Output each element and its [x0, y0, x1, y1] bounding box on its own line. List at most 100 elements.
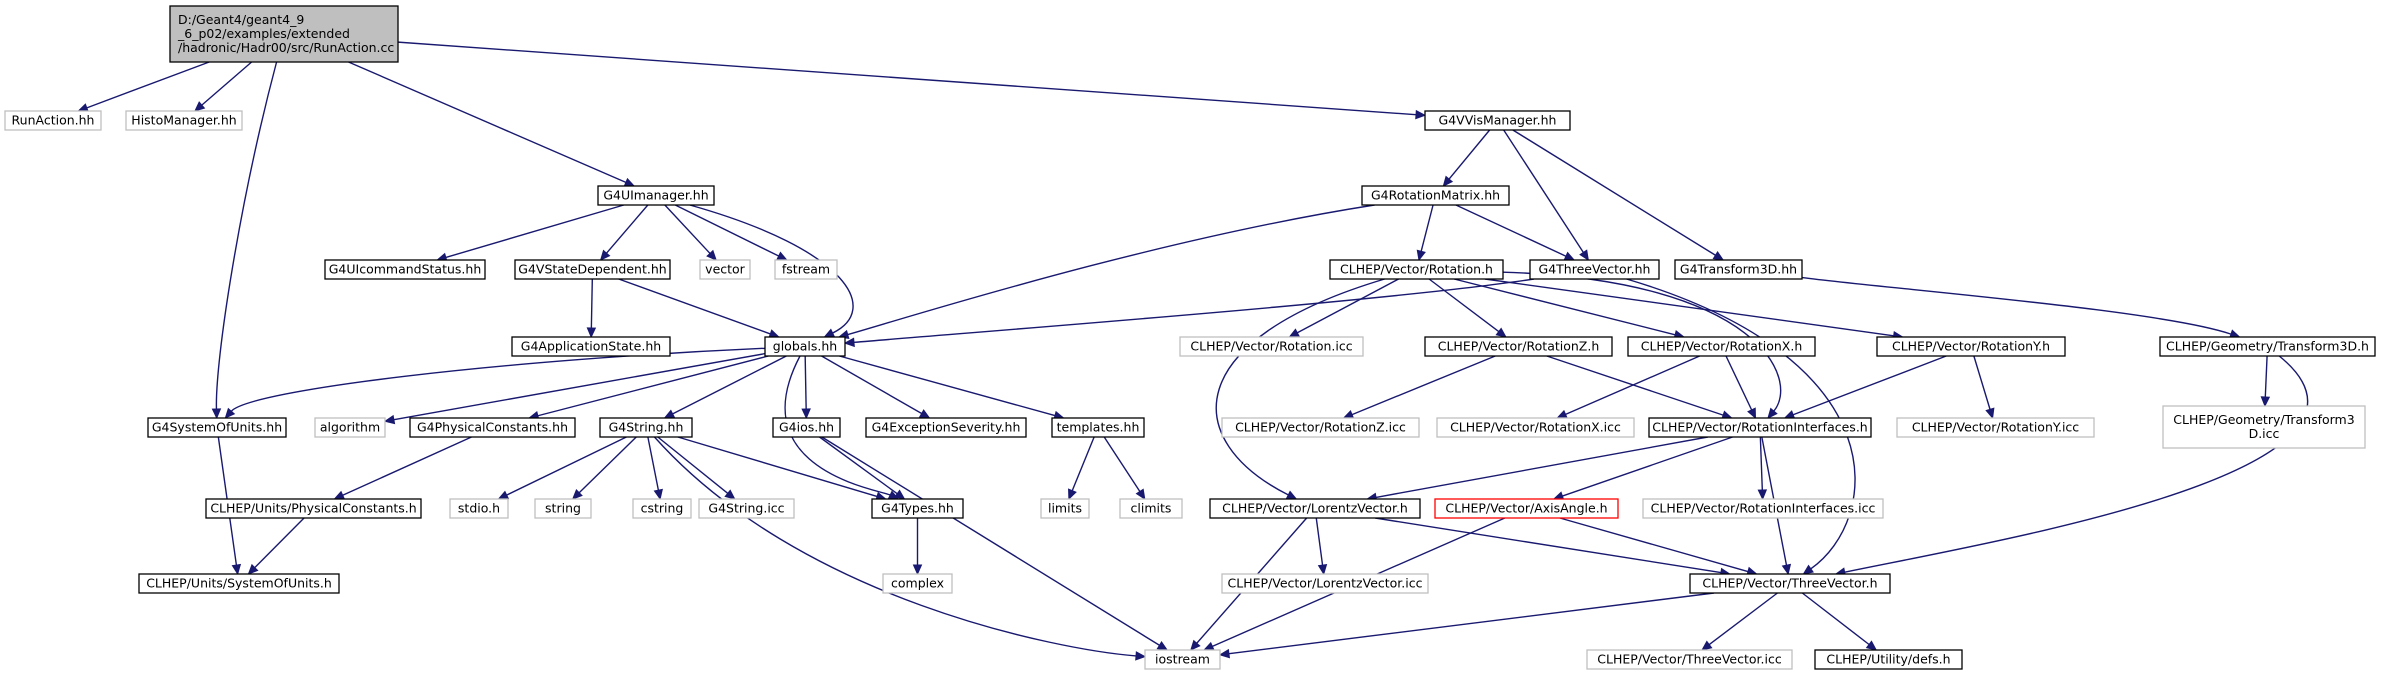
node-label: G4ThreeVector.hh [1539, 262, 1651, 277]
edge-line [348, 61, 627, 184]
edge-clhep_vector_rotationinterfaces_h-to-clhep_vector_rotationinterfaces_icc [1757, 436, 1768, 501]
node-box [138, 573, 340, 594]
node-box [1642, 498, 1884, 519]
node-climits: climits [1119, 498, 1183, 519]
edge-clhep_vector_rotationx_h-to-clhep_vector_rotationinterfaces_h [1725, 355, 1757, 420]
edge-arrowhead [383, 414, 396, 425]
node-label: iostream [1155, 652, 1210, 667]
edge-root-to-g4vvismanager_hh [397, 41, 1427, 120]
node-g4rotationmatrix-hh[interactable]: G4RotationMatrix.hh [1361, 185, 1510, 206]
node-box [1209, 498, 1421, 519]
node-string: string [534, 498, 592, 519]
edge-g4string_hh-to-cstring [647, 436, 663, 501]
edge-clhep_units_physicalconstants_h-to-clhep_units_systemofunits_h [247, 517, 305, 575]
edge-line [847, 204, 1375, 336]
node-histomanager-hh: HistoManager.hh [125, 110, 243, 131]
node-box [772, 417, 841, 438]
node-g4transform3d-hh[interactable]: G4Transform3D.hh [1674, 259, 1803, 280]
node-g4vstatedependent-hh[interactable]: G4VStateDependent.hh [514, 259, 671, 280]
edge-clhep_vector_rotation_h-to-clhep_vector_rotationz_h [1428, 278, 1507, 338]
node-clhep-utility-defs-h[interactable]: CLHEP/Utility/defs.h [1814, 649, 1963, 670]
node-g4physicalconstants-hh[interactable]: G4PhysicalConstants.hh [409, 417, 576, 438]
edge-line [1448, 129, 1491, 180]
node-templates-hh[interactable]: templates.hh [1051, 417, 1145, 438]
node-label: HistoManager.hh [131, 113, 236, 128]
edge-arrowhead [1342, 409, 1355, 419]
edge-line [1103, 436, 1141, 492]
node-clhep-geometry-transform3d-h[interactable]: CLHEP/Geometry/Transform3D.h [2159, 336, 2376, 357]
edge-line [1792, 355, 1947, 416]
edge-arrowhead [1416, 249, 1426, 262]
node-label: CLHEP/Vector/AxisAngle.h [1445, 501, 1607, 516]
edge-g4vstatedependent_hh-to-globals_hh [618, 278, 780, 339]
node-label: CLHEP/Vector/RotationX.icc [1450, 420, 1621, 435]
node-box [1221, 417, 1420, 438]
edge-line [618, 278, 771, 335]
edge-g4rotationmatrix_hh-to-globals_hh [837, 204, 1375, 340]
edge-arrowhead [1156, 640, 1169, 651]
node-box [1627, 336, 1816, 357]
node-clhep-vector-axisangle-h[interactable]: CLHEP/Vector/AxisAngle.h [1434, 498, 1619, 519]
edge-root-to-g4systemofunits_hh [211, 61, 278, 420]
node-clhep-units-physicalconstants-h[interactable]: CLHEP/Units/PhysicalConstants.h [205, 498, 422, 519]
node-box [764, 336, 846, 357]
node-clhep-vector-threevector-h[interactable]: CLHEP/Vector/ThreeVector.h [1689, 573, 1891, 594]
edge-line [1071, 436, 1095, 491]
node-clhep-vector-rotationy-h[interactable]: CLHEP/Vector/RotationY.h [1876, 336, 2066, 357]
edge-arrowhead [1985, 407, 1995, 420]
edge-g4rotationmatrix_hh-to-g4threevector_hh [1455, 204, 1576, 261]
node-label: G4ios.hh [779, 420, 834, 435]
edge-g4vvismanager_hh-to-g4threevector_hh [1503, 129, 1589, 262]
node-g4ios-hh[interactable]: G4ios.hh [772, 417, 841, 438]
node-clhep-vector-rotationx-icc: CLHEP/Vector/RotationX.icc [1436, 417, 1635, 438]
edge-line [674, 204, 779, 257]
edge-arrowhead [1190, 639, 1201, 651]
edge-arrowhead [599, 249, 611, 261]
node-label: string [545, 501, 581, 516]
node-box [1434, 498, 1619, 519]
node-clhep-vector-lorentzvector-icc: CLHEP/Vector/LorentzVector.icc [1221, 573, 1429, 594]
node-clhep-vector-rotation-h[interactable]: CLHEP/Vector/Rotation.h [1329, 259, 1504, 280]
edge-arrowhead [497, 490, 510, 500]
node-label: _6_p02/examples/extended [177, 26, 350, 41]
node-label: CLHEP/Geometry/Transform3D.h [2166, 339, 2369, 354]
edge-g4string_hh-to-g4string_icc [657, 436, 736, 500]
node-label: globals.hh [773, 339, 837, 354]
node-g4exceptionseverity-hh[interactable]: G4ExceptionSeverity.hh [865, 417, 1027, 438]
edge-line [254, 517, 305, 569]
node-clhep-vector-lorentzvector-h[interactable]: CLHEP/Vector/LorentzVector.h [1209, 498, 1421, 519]
node-box [125, 110, 243, 131]
node-g4threevector-hh[interactable]: G4ThreeVector.hh [1529, 259, 1660, 280]
node-label: CLHEP/Vector/LorentzVector.icc [1228, 576, 1423, 591]
node-label: CLHEP/Vector/RotationZ.icc [1235, 420, 1406, 435]
node-g4uicommandstatus-hh[interactable]: G4UIcommandStatus.hh [324, 259, 486, 280]
edge-clhep_vector_lorentzvector_h-to-clhep_vector_threevector_h [1375, 517, 1732, 578]
edge-line [853, 278, 1535, 344]
edge-arrowhead [1135, 488, 1146, 501]
node-g4types-hh[interactable]: G4Types.hh [871, 498, 964, 519]
edge-line [653, 436, 1137, 657]
node-label: G4Transform3D.hh [1680, 262, 1797, 277]
edge-arrowhead [211, 408, 222, 420]
node-g4applicationstate-hh[interactable]: G4ApplicationState.hh [511, 336, 671, 357]
node-g4string-hh[interactable]: G4String.hh [599, 417, 693, 438]
node-label: G4String.hh [609, 420, 684, 435]
node-g4vvismanager-hh[interactable]: G4VVisManager.hh [1424, 110, 1571, 131]
edge-arrowhead [1563, 251, 1576, 261]
node-g4systemofunits-hh[interactable]: G4SystemOfUnits.hh [147, 417, 287, 438]
node-runaction-hh: RunAction.hh [4, 110, 102, 131]
node-box [1876, 336, 2066, 357]
node-root[interactable]: D:/Geant4/geant4_9_6_p02/examples/extend… [169, 5, 399, 63]
node-clhep-vector-rotationx-h[interactable]: CLHEP/Vector/RotationX.h [1627, 336, 1816, 357]
node-clhep-vector-rotationz-h[interactable]: CLHEP/Vector/RotationZ.h [1424, 336, 1613, 357]
edge-line [2264, 355, 2268, 398]
node-clhep-units-systemofunits-h[interactable]: CLHEP/Units/SystemOfUnits.h [138, 573, 340, 594]
node-box [514, 259, 671, 280]
node-globals-hh[interactable]: globals.hh [764, 336, 846, 357]
node-clhep-vector-rotationinterfaces-h[interactable]: CLHEP/Vector/RotationInterfaces.h [1648, 417, 1872, 438]
node-g4uimanager-hh[interactable]: G4UImanager.hh [597, 185, 715, 206]
node-clhep-vector-rotationz-icc: CLHEP/Vector/RotationZ.icc [1221, 417, 1420, 438]
edge-arrowhead [247, 563, 259, 575]
edge-line [819, 436, 898, 495]
